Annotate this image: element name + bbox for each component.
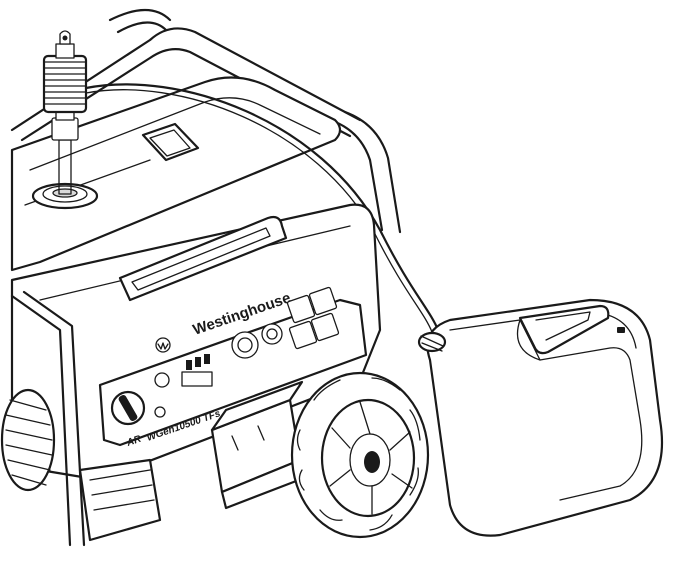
fuel-can-handle bbox=[518, 304, 610, 355]
body-handle bbox=[118, 215, 288, 302]
fuel-can bbox=[417, 298, 664, 537]
siphon-hose bbox=[84, 83, 440, 333]
breaker-switches bbox=[181, 354, 213, 387]
tank-handle bbox=[141, 122, 200, 162]
battery bbox=[210, 380, 306, 510]
engine bbox=[0, 388, 162, 542]
model-prefix-label: AR bbox=[124, 433, 143, 449]
wheel bbox=[290, 371, 430, 539]
siphon-pump bbox=[42, 30, 88, 195]
outlet-bank bbox=[231, 286, 340, 359]
control-panel: Westinghouse AR WGen10500 TFs bbox=[98, 286, 368, 449]
fuel-neck bbox=[31, 182, 99, 210]
fuel-can-spout bbox=[417, 331, 447, 353]
